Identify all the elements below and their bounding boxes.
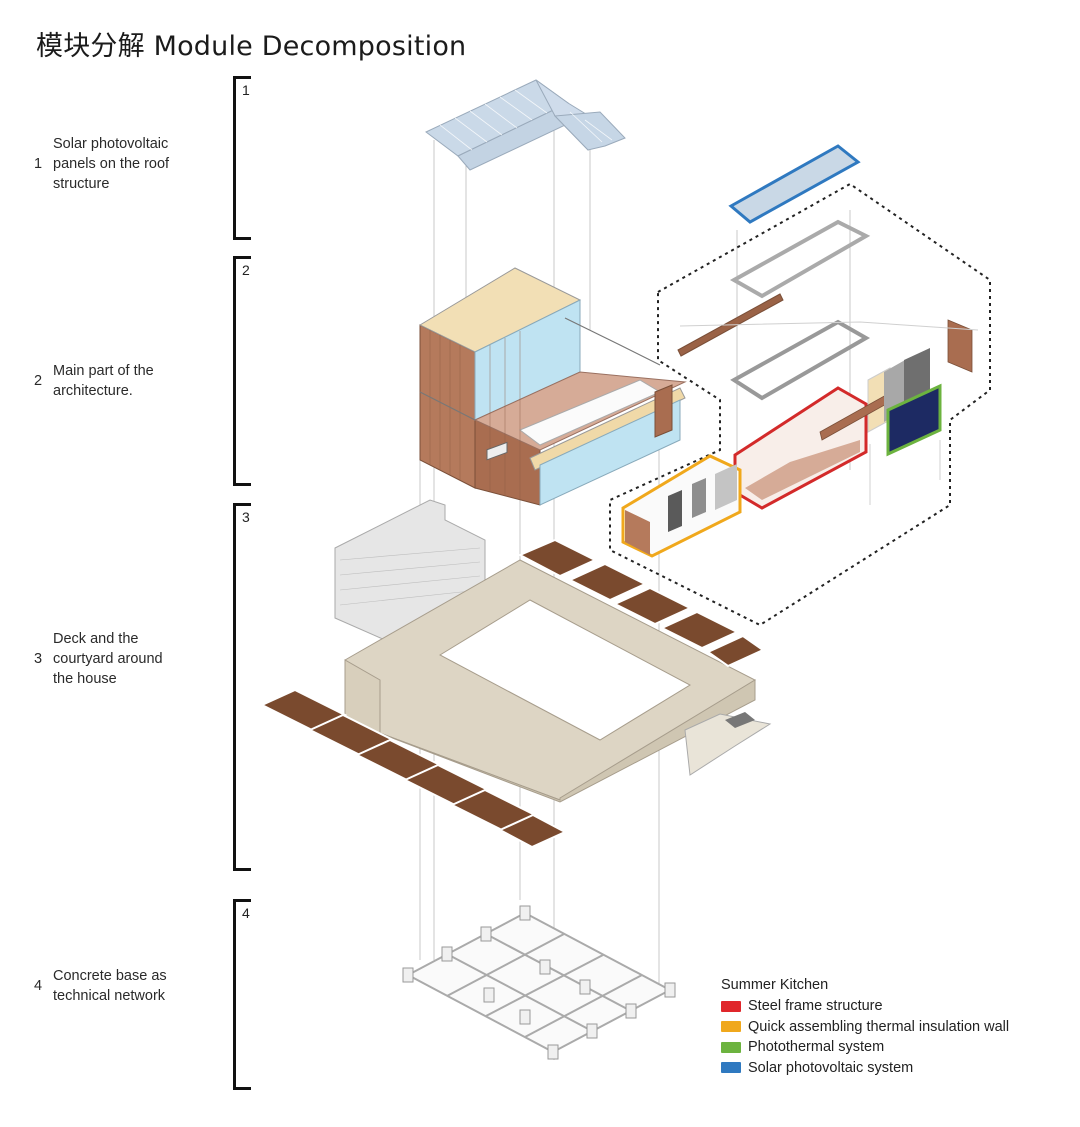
kitchen-solar-pv-panel bbox=[728, 144, 861, 224]
module-number: 3 bbox=[34, 651, 43, 667]
deck-wall-front bbox=[344, 679, 756, 803]
legend-label: Photothermal system bbox=[748, 1039, 885, 1056]
insulation-grey-panel bbox=[692, 478, 706, 518]
legend-label: Solar photovoltaic system bbox=[748, 1059, 914, 1076]
insulation-light-panel bbox=[715, 464, 737, 510]
solar-roof-array bbox=[425, 79, 626, 171]
legend-title: Summer Kitchen bbox=[721, 977, 829, 993]
house-side-panel bbox=[654, 384, 673, 438]
legend-item-steel-frame: Steel frame structure bbox=[721, 996, 1009, 1017]
legend-swatch-green bbox=[721, 1041, 741, 1053]
stair-dark bbox=[725, 712, 755, 728]
module-label-3: 3 Deck and the courtyard around the hous… bbox=[34, 629, 163, 689]
deck-planks-left bbox=[259, 688, 568, 849]
legend-item-solar-pv: Solar photovoltaic system bbox=[721, 1058, 1009, 1079]
kitchen-roof-frame bbox=[729, 219, 871, 299]
deck-planks-right bbox=[517, 538, 766, 668]
insulation-wood-panel bbox=[625, 510, 650, 555]
legend-item-photothermal: Photothermal system bbox=[721, 1037, 1009, 1058]
deck-plank bbox=[705, 634, 766, 668]
canopy-beam bbox=[529, 387, 686, 471]
legend-swatch-orange bbox=[721, 1021, 741, 1033]
module-text: Solar photovoltaic panels on the roof st… bbox=[53, 136, 170, 192]
module-text: Concrete base as technical network bbox=[53, 968, 167, 1004]
summer-kitchen-boundary bbox=[609, 182, 991, 627]
deck-plank bbox=[659, 610, 740, 650]
bracket-number: 1 bbox=[242, 82, 250, 98]
kitchen-floor-frame bbox=[730, 319, 871, 401]
kitchen-wood-end-wall bbox=[947, 319, 973, 373]
legend-label: Quick assembling thermal insulation wall bbox=[748, 1018, 1010, 1035]
insulation-dark-panel bbox=[668, 490, 682, 532]
module-bracket-2: 2 bbox=[233, 256, 251, 486]
bracket-number: 3 bbox=[242, 509, 250, 525]
module-bracket-4: 4 bbox=[233, 899, 251, 1090]
railing bbox=[419, 317, 661, 421]
module-text: Main part of the architecture. bbox=[53, 363, 154, 399]
courtyard-void bbox=[438, 599, 692, 741]
module-label-4: 4 Concrete base as technical network bbox=[34, 966, 167, 1006]
legend-label: Steel frame structure bbox=[748, 998, 883, 1015]
glass-facade-lower bbox=[539, 399, 681, 506]
deck-plank bbox=[402, 763, 491, 807]
concrete-base-grid bbox=[402, 905, 676, 1060]
deck-plank bbox=[307, 713, 396, 757]
module-text: Deck and the courtyard around the house bbox=[53, 631, 163, 687]
summer-kitchen-parts bbox=[621, 144, 979, 558]
bracket-number: 4 bbox=[242, 905, 250, 921]
module-label-2: 2 Main part of the architecture. bbox=[34, 361, 154, 401]
bracket-number: 2 bbox=[242, 262, 250, 278]
kitchen-steel-frame-floor bbox=[745, 440, 860, 500]
legend-swatch-blue bbox=[721, 1062, 741, 1074]
module-bracket-3: 3 bbox=[233, 503, 251, 871]
module-number: 4 bbox=[34, 978, 43, 994]
deck-plank bbox=[612, 586, 693, 626]
house-window bbox=[486, 441, 508, 461]
module-label-1: 1 Solar photovoltaic panels on the roof … bbox=[34, 134, 169, 194]
kitchen-photothermal-panel bbox=[886, 383, 942, 457]
deck-plank bbox=[567, 562, 648, 602]
deck-plank bbox=[497, 813, 568, 849]
legend-swatch-red bbox=[721, 1000, 741, 1012]
deck-plank bbox=[517, 538, 598, 578]
module-number: 2 bbox=[34, 373, 43, 389]
legend: Summer Kitchen Steel frame structure Qui… bbox=[721, 977, 1009, 1078]
stair-block bbox=[684, 713, 772, 776]
module-number: 1 bbox=[34, 156, 43, 172]
page-title: 模块分解 Module Decomposition bbox=[36, 31, 467, 62]
legend-item-insulation-wall: Quick assembling thermal insulation wall bbox=[721, 1017, 1009, 1038]
module-bracket-1: 1 bbox=[233, 76, 251, 240]
main-house bbox=[418, 267, 687, 506]
deck-courtyard bbox=[259, 499, 772, 849]
